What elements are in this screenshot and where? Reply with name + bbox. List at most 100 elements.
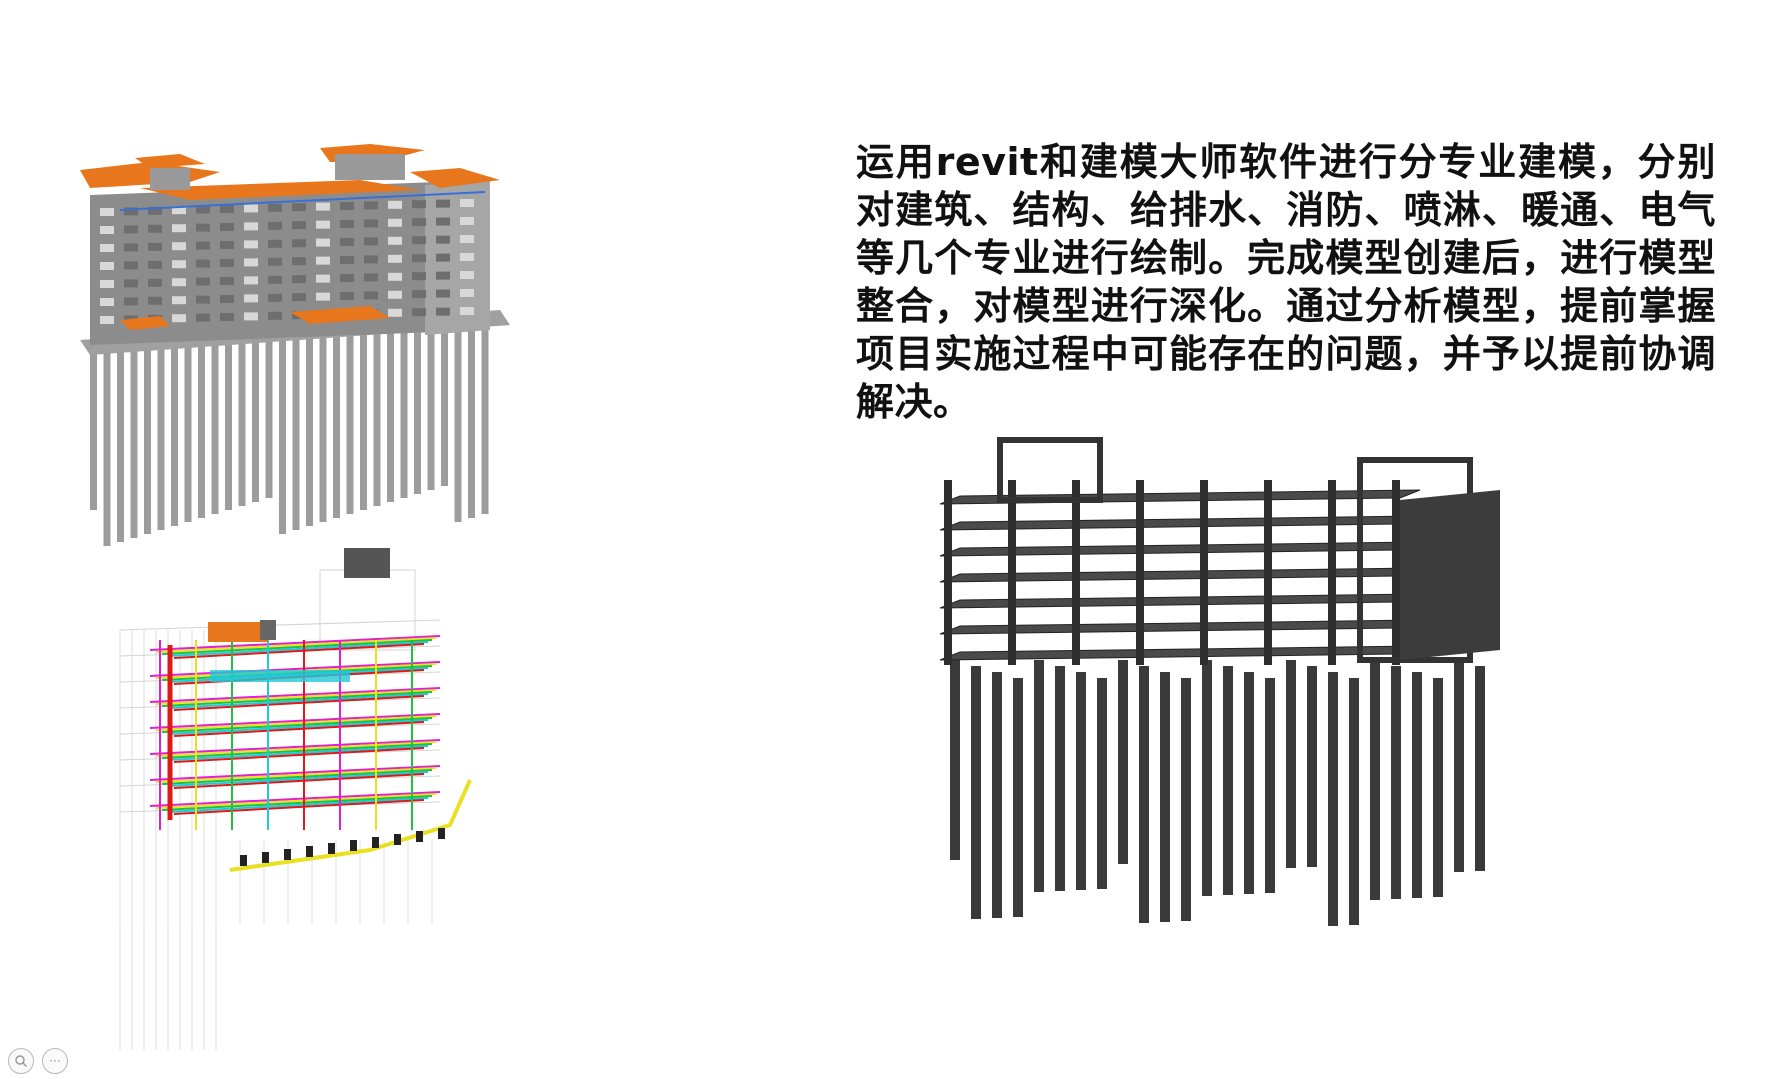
arch-pile — [103, 339, 111, 546]
arch-window — [316, 238, 330, 247]
arch-pile — [184, 333, 192, 522]
arch-window — [100, 208, 114, 216]
structure-pile — [950, 660, 960, 860]
structure-column — [1072, 480, 1080, 665]
arch-window — [244, 204, 258, 213]
arch-pile — [292, 325, 300, 530]
structure-pile — [1034, 660, 1044, 892]
arch-window — [292, 257, 306, 266]
arch-window — [124, 225, 138, 234]
arch-window — [340, 274, 354, 282]
structure-roof-frame-left — [997, 437, 1103, 503]
arch-window — [124, 279, 138, 288]
arch-window — [388, 218, 402, 227]
arch-window — [316, 220, 330, 229]
structure-pile — [1454, 660, 1464, 872]
structure-pile — [1286, 660, 1296, 868]
mep-horizontal-pipe — [149, 687, 441, 703]
structure-pile — [1370, 660, 1380, 900]
arch-window — [124, 243, 138, 252]
mep-horizontal-pipe — [155, 715, 437, 731]
arch-window — [412, 290, 426, 299]
mep-valve — [306, 846, 313, 857]
arch-window — [100, 316, 114, 324]
mep-valve — [438, 828, 445, 839]
arch-window — [172, 206, 186, 215]
zoom-button[interactable] — [8, 1048, 34, 1074]
structure-column — [1264, 480, 1272, 665]
structure-pile — [1265, 678, 1275, 893]
arch-pile — [468, 312, 475, 518]
arch-window — [244, 258, 258, 267]
arch-window — [388, 254, 402, 263]
more-button[interactable]: ··· — [42, 1048, 68, 1074]
arch-piles — [90, 311, 489, 546]
arch-window — [268, 311, 282, 320]
arch-window — [148, 278, 162, 287]
arch-window — [220, 241, 234, 249]
arch-window — [460, 253, 474, 261]
mep-horizontal-pipe — [161, 795, 433, 811]
structure-pile — [1013, 678, 1023, 917]
mep-valve — [262, 852, 269, 863]
structure-pile — [1412, 672, 1422, 898]
arch-window — [244, 312, 258, 321]
mep-horizontal-pipe — [149, 739, 441, 755]
arch-window — [220, 277, 234, 285]
arch-window — [436, 217, 450, 226]
arch-window — [460, 307, 474, 315]
arch-window — [316, 256, 330, 265]
arch-side-facade — [425, 180, 490, 335]
arch-window — [388, 308, 402, 317]
mep-duct — [210, 670, 350, 682]
structure-pile — [1391, 666, 1401, 899]
arch-roof-right — [410, 168, 500, 188]
structure-pile — [1118, 660, 1128, 864]
mep-horizontal-pipe — [161, 769, 433, 785]
arch-window — [148, 260, 162, 269]
arch-window — [436, 253, 450, 262]
structure-column — [1008, 480, 1016, 665]
structure-column — [1392, 480, 1400, 665]
arch-window — [340, 238, 354, 246]
mep-horizontal-pipe — [167, 641, 429, 657]
arch-window — [196, 241, 210, 250]
mep-ghost-floor — [119, 619, 441, 631]
mep-horizontal-pipe — [161, 691, 433, 707]
arch-window — [364, 255, 378, 264]
structure-pile — [1223, 666, 1233, 895]
arch-window — [412, 200, 426, 209]
arch-roof-left-top — [135, 154, 205, 168]
arch-window — [460, 289, 474, 297]
arch-window — [268, 203, 282, 212]
arch-pile — [90, 340, 97, 510]
arch-window — [436, 307, 450, 316]
arch-window — [412, 254, 426, 263]
mep-horizontal-pipe — [149, 791, 441, 807]
arch-window — [244, 222, 258, 231]
arch-window — [388, 290, 402, 299]
arch-canopy-left — [120, 316, 170, 330]
arch-pile — [481, 311, 489, 514]
mep-horizontal-pipe — [173, 799, 425, 815]
structure-pile — [1328, 672, 1338, 926]
arch-window — [124, 207, 138, 216]
arch-canopy-center — [290, 306, 390, 324]
mep-pipes — [149, 635, 472, 872]
arch-window — [388, 236, 402, 245]
arch-pile — [265, 327, 273, 498]
arch-pile — [427, 315, 435, 490]
arch-window — [172, 278, 186, 287]
arch-pile — [144, 336, 151, 534]
arch-blue-pipe — [119, 191, 486, 211]
arch-pile — [117, 338, 124, 542]
mep-horizontal-pipe — [161, 717, 433, 733]
arch-penthouse-right — [335, 154, 405, 180]
structure-column — [1200, 480, 1208, 665]
structure-side-wall — [1400, 490, 1500, 660]
mep-horizontal-pipe — [155, 767, 437, 783]
arch-window — [364, 291, 378, 300]
arch-window — [220, 259, 234, 267]
arch-window — [220, 205, 234, 213]
